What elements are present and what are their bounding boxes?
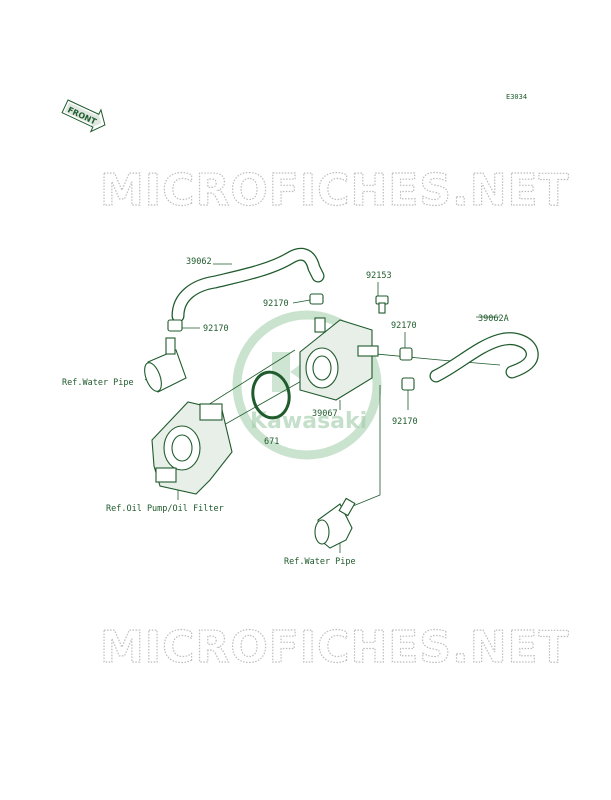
clamp-92170-left[interactable] <box>167 319 183 332</box>
diagram-code: E3034 <box>506 93 527 101</box>
front-arrow-icon: FRONT <box>61 99 106 133</box>
label-39067: 39067 <box>312 409 338 419</box>
leader-lines <box>144 263 501 553</box>
hose-39062a[interactable] <box>429 332 539 383</box>
label-ref-water-pipe-bottom: Ref.Water Pipe <box>284 557 356 567</box>
oil-cooler-39067[interactable] <box>299 317 379 401</box>
label-ref-oil-pump-oil-filter: Ref.Oil Pump/Oil Filter <box>106 504 224 514</box>
bolt-92153[interactable] <box>375 295 389 314</box>
label-39062: 39062 <box>186 257 212 267</box>
label-92170-left: 92170 <box>203 324 229 334</box>
o-ring-671[interactable] <box>249 369 292 421</box>
logo-text: Kawasaki <box>250 409 367 434</box>
label-92170-top: 92170 <box>263 299 289 309</box>
clamp-92170-top[interactable] <box>309 293 324 305</box>
hose-39062[interactable] <box>171 247 325 323</box>
watermark-top: MICROFICHES.NET <box>100 165 570 216</box>
label-92153: 92153 <box>366 271 392 281</box>
water-pipe-left[interactable] <box>141 337 187 393</box>
watermark-bottom: MICROFICHES.NET <box>100 622 570 673</box>
clamp-92170-right-top[interactable] <box>399 347 413 361</box>
label-ref-water-pipe-left: Ref.Water Pipe <box>62 378 134 388</box>
label-92170-right-bottom: 92170 <box>392 417 418 427</box>
oil-pump-oil-filter-housing[interactable] <box>151 401 233 495</box>
clamp-92170-right-bottom[interactable] <box>401 377 415 391</box>
water-pipe-bottom[interactable] <box>314 497 356 549</box>
label-39062a: 39062A <box>478 314 509 324</box>
label-92170-right-top: 92170 <box>391 321 417 331</box>
label-671: 671 <box>264 437 279 447</box>
